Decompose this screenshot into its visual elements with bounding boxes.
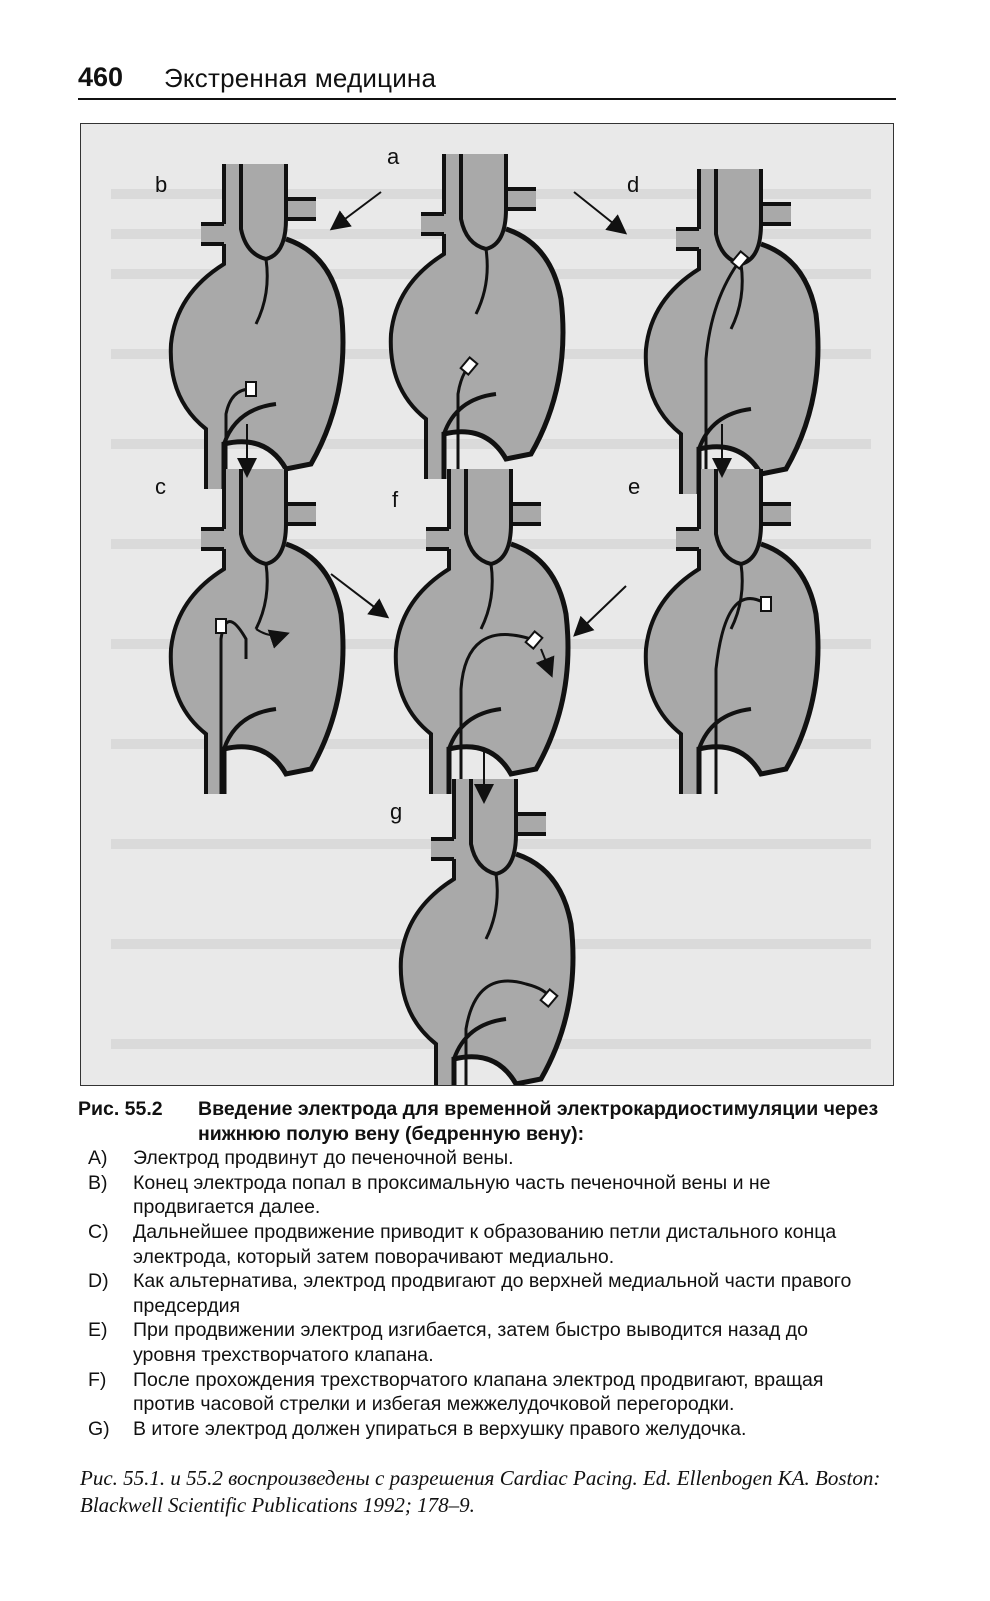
step-text: Электрод продвинут до печеночной вены. xyxy=(133,1146,896,1171)
list-item: A)Электрод продвинут до печеночной вены. xyxy=(78,1146,896,1171)
source-credit: Рис. 55.1. и 55.2 воспроизведены с разре… xyxy=(80,1465,898,1519)
step-letter: B) xyxy=(78,1171,133,1220)
page-header: 460 Экстренная медицина xyxy=(78,60,896,100)
step-text: В итоге электрод должен упираться в верх… xyxy=(133,1417,896,1442)
step-text: Дальнейшее продвижение приводит к образо… xyxy=(133,1220,896,1269)
figure-55-2: a b d c f e g xyxy=(80,123,894,1086)
figure-caption: Рис. 55.2 Введение электрода для временн… xyxy=(78,1097,896,1441)
caption-number: Рис. 55.2 xyxy=(78,1097,198,1146)
panel-letter-b: b xyxy=(155,172,167,197)
step-letter: A) xyxy=(78,1146,133,1171)
list-item: D)Как альтернатива, электрод продвигают … xyxy=(78,1269,896,1318)
caption-heading: Рис. 55.2 Введение электрода для временн… xyxy=(78,1097,896,1146)
panel-letter-c: c xyxy=(155,474,166,499)
step-text: Конец электрода попал в проксимальную ча… xyxy=(133,1171,896,1220)
panel-letter-a: a xyxy=(387,144,400,169)
list-item: G)В итоге электрод должен упираться в ве… xyxy=(78,1417,896,1442)
panel-letter-e: e xyxy=(628,474,640,499)
step-text: При продвижении электрод изгибается, зат… xyxy=(133,1318,896,1367)
list-item: E)При продвижении электрод изгибается, з… xyxy=(78,1318,896,1367)
step-letter: F) xyxy=(78,1368,133,1417)
running-title: Экстренная медицина xyxy=(164,63,436,94)
step-letter: D) xyxy=(78,1269,133,1318)
panel-a xyxy=(391,154,563,479)
caption-title: Введение электрода для временной электро… xyxy=(198,1097,896,1146)
list-item: F)После прохождения трехстворчатого клап… xyxy=(78,1368,896,1417)
page-number: 460 xyxy=(78,62,123,93)
step-text: После прохождения трехстворчатого клапан… xyxy=(133,1368,896,1417)
caption-steps: A)Электрод продвинут до печеночной вены.… xyxy=(78,1146,896,1441)
heart-diagram-figure: a b d c f e g xyxy=(81,124,894,1086)
step-letter: E) xyxy=(78,1318,133,1367)
step-letter: C) xyxy=(78,1220,133,1269)
list-item: B)Конец электрода попал в проксимальную … xyxy=(78,1171,896,1220)
panel-letter-f: f xyxy=(392,487,399,512)
panel-letter-g: g xyxy=(390,799,402,824)
panel-letter-d: d xyxy=(627,172,639,197)
step-letter: G) xyxy=(78,1417,133,1442)
list-item: C)Дальнейшее продвижение приводит к обра… xyxy=(78,1220,896,1269)
step-text: Как альтернатива, электрод продвигают до… xyxy=(133,1269,896,1318)
